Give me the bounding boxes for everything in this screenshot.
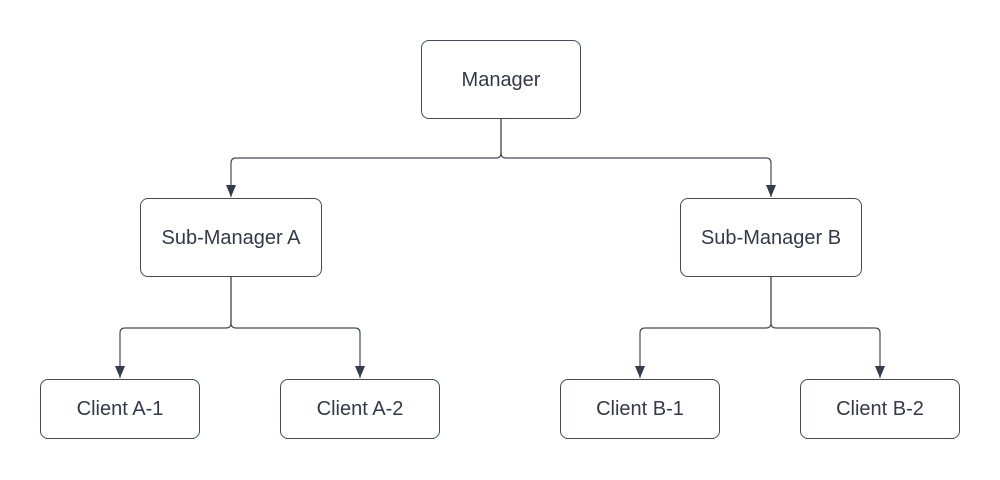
node-client-a1-label: Client A-1 [76, 398, 164, 420]
edge-sub-manager-a-to-client-a2 [230, 277, 365, 378]
node-client-a2-label: Client A-2 [316, 398, 404, 420]
node-sub-manager-a-label: Sub-Manager A [161, 226, 301, 249]
node-client-a2[interactable]: Client A-2 [280, 379, 440, 439]
edge-manager-to-sub-manager-b [500, 119, 776, 197]
edge-sub-manager-b-to-client-b1 [635, 277, 772, 378]
node-client-b2-label: Client B-2 [836, 398, 924, 420]
edge-sub-manager-a-to-client-a1 [115, 277, 232, 378]
node-client-b1[interactable]: Client B-1 [560, 379, 720, 439]
node-client-b1-label: Client B-1 [596, 398, 684, 420]
edge-manager-to-sub-manager-a [226, 119, 502, 197]
node-client-b2[interactable]: Client B-2 [800, 379, 960, 439]
node-client-a1[interactable]: Client A-1 [40, 379, 200, 439]
node-sub-manager-b-label: Sub-Manager B [700, 226, 842, 249]
node-manager-label: Manager [461, 68, 541, 91]
edge-sub-manager-b-to-client-b2 [770, 277, 885, 378]
node-sub-manager-b[interactable]: Sub-Manager B [680, 198, 862, 277]
node-sub-manager-a[interactable]: Sub-Manager A [140, 198, 322, 277]
node-manager[interactable]: Manager [421, 40, 581, 119]
